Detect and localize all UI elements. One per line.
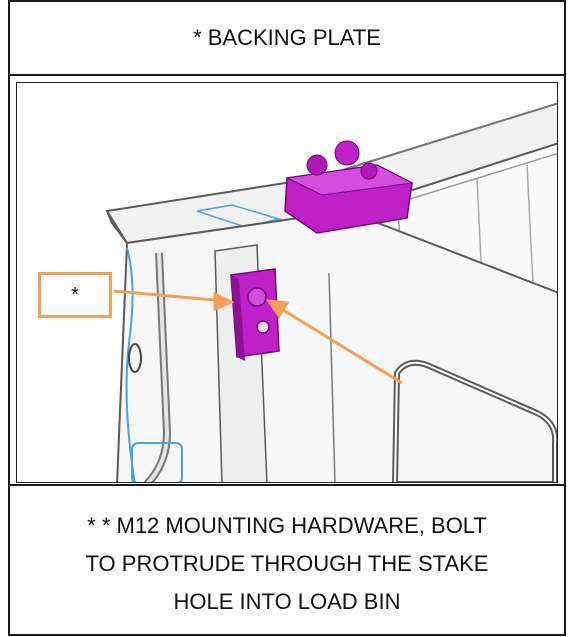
bolt-head [247, 287, 267, 307]
panel-recess-inner [394, 361, 557, 482]
lower-bracket [131, 442, 183, 482]
callout-label: * [71, 283, 79, 306]
far-rail-line [316, 102, 557, 179]
hardware-arrow-head [265, 299, 290, 319]
rail-edge [106, 210, 128, 244]
backing-plate-arrow-head [213, 291, 235, 312]
backing-plate-callout: * [38, 272, 112, 318]
top-fitting-center [334, 140, 360, 166]
diagram-title: * BACKING PLATE [10, 2, 564, 76]
note-line-1: * * M12 MOUNTING HARDWARE, BOLT [87, 513, 487, 538]
top-fitting-left [306, 154, 328, 176]
panel-seam [328, 272, 336, 482]
left-post-highlight [146, 252, 170, 482]
backing-plate-arrow-line [113, 289, 226, 303]
note-line-3: HOLE INTO LOAD BIN [173, 589, 401, 614]
note-line-2: TO PROTRUDE THROUGH THE STAKE [85, 551, 489, 576]
stake-pocket-slot [196, 204, 282, 228]
truck-bed-illustration [16, 82, 558, 483]
hardware-note: * * M12 MOUNTING HARDWARE, BOLT TO PROTR… [10, 484, 564, 634]
top-fitting-right [360, 162, 378, 180]
hardware-arrow-line [274, 303, 403, 385]
callout-arrows [113, 289, 403, 385]
truck-bed-svg [17, 83, 557, 482]
backing-plate-edge [231, 275, 245, 361]
rear-hole [128, 343, 142, 373]
top-plate-face [285, 164, 414, 196]
top-backing-plate-assembly [284, 140, 414, 234]
diagram-frame: * BACKING PLATE [8, 0, 566, 636]
wire-harness [125, 247, 136, 482]
stake-hole [256, 320, 270, 334]
backing-plate [230, 268, 280, 361]
